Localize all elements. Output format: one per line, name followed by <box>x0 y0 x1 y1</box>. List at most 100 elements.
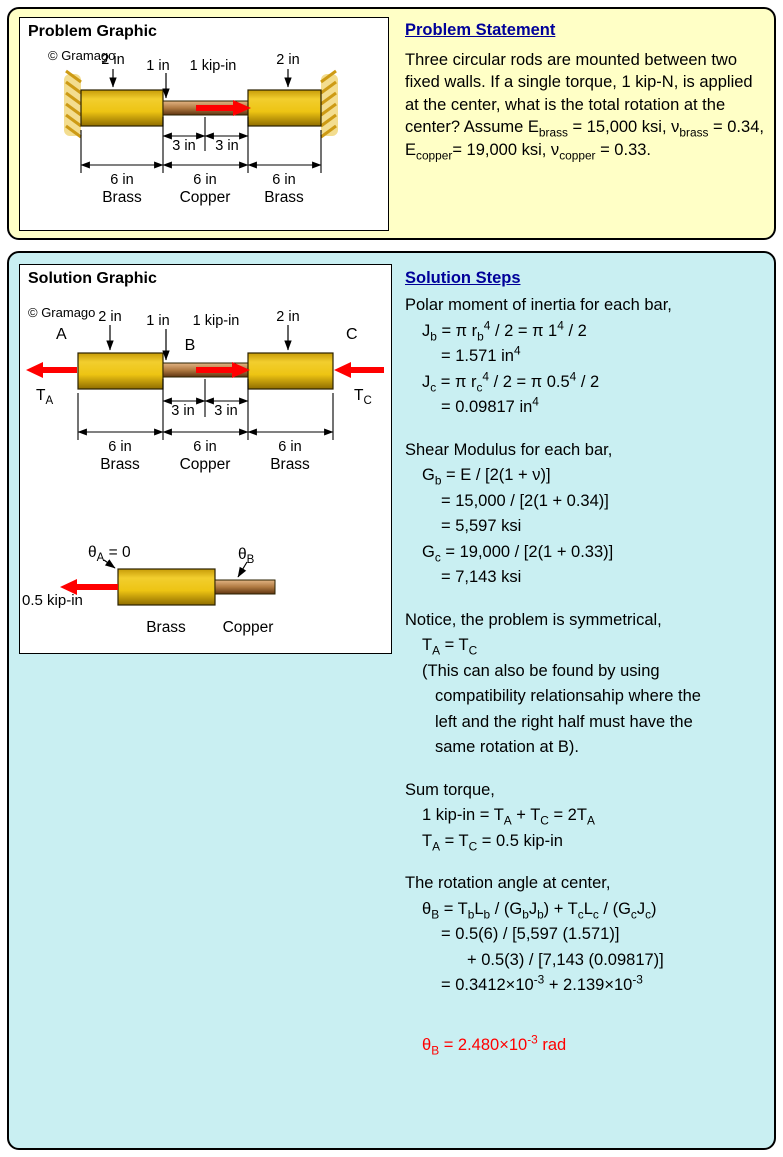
solution-line: The rotation angle at center, <box>405 874 611 892</box>
dim-6in-group: 6 in 6 in 6 in Brass Copper Brass <box>77 393 334 473</box>
dim-1in-label: 1 in <box>146 313 169 329</box>
dim-3in-left-label: 3 in <box>172 138 195 154</box>
solution-panel: Solution Graphic © Gramago A B C <box>7 251 776 1150</box>
torque-tc-label: TC <box>354 387 372 407</box>
problem-graphic-title: Problem Graphic <box>28 23 157 40</box>
brass-rod-right <box>247 352 334 390</box>
dim-3in-right-label: 3 in <box>214 403 237 419</box>
solution-line: Jb = π rb4 / 2 = π 14 / 2 <box>422 318 587 343</box>
solution-line: TA = TC <box>422 636 478 658</box>
solution-line: θB = TbLb / (GbJb) + TcLc / (GcJc) <box>422 899 657 921</box>
solution-line: θB = 2.480×10-3 rad <box>422 1032 567 1057</box>
torque-arrow <box>196 100 251 116</box>
dim-2in-right-label: 2 in <box>276 52 299 68</box>
problem-diagram: © Gramago <box>48 48 338 206</box>
dim-2in-left-label: 2 in <box>98 309 121 325</box>
brass-rod-right <box>247 89 322 127</box>
half-torque-label: 0.5 kip-in <box>22 592 83 609</box>
solution-graphic-title: Solution Graphic <box>28 270 157 287</box>
theta-b-label: θB <box>238 546 255 566</box>
dim-2in-left-label: 2 in <box>101 52 124 68</box>
reaction-arrow-right <box>334 362 384 378</box>
brass-rod-left <box>77 352 164 390</box>
solution-line: left and the right half must have the <box>435 712 693 731</box>
copper-material-label: Copper <box>180 189 231 206</box>
solution-gap <box>405 999 776 1033</box>
theta-b-pointer <box>237 561 248 578</box>
theta-a-label: θA = 0 <box>88 544 131 564</box>
solution-line: TA = TC = 0.5 kip-in <box>422 831 563 853</box>
problem-statement-heading: Problem Statement <box>405 21 556 39</box>
dim-6in-label: 6 in <box>272 172 295 188</box>
dim-3in-group: 3 in 3 in <box>162 379 249 440</box>
solution-line: Jc = π rc4 / 2 = π 0.54 / 2 <box>422 369 600 394</box>
torque-ta-label: TA <box>36 387 53 407</box>
solution-steps: Polar moment of inertia for each bar, Jb … <box>405 293 776 1058</box>
problem-graphic-box: Problem Graphic © Gramago <box>19 17 389 231</box>
dim-3in-right-label: 3 in <box>215 138 238 154</box>
dim-6in-label: 6 in <box>278 439 301 455</box>
copper-rod <box>214 579 276 595</box>
solution-line: Sum torque, <box>405 780 495 799</box>
solution-gap <box>405 591 776 608</box>
node-b-label: B <box>185 337 196 354</box>
copper-material-label: Copper <box>223 619 274 636</box>
dim-6in-label: 6 in <box>108 439 131 455</box>
solution-steps-heading: Solution Steps <box>405 269 521 287</box>
watermark: © Gramago <box>48 48 115 63</box>
top-dim-pointers <box>106 325 292 361</box>
solution-line: = 0.5(6) / [5,597 (1.571)] <box>441 925 620 943</box>
brass-material-label: Brass <box>102 189 142 206</box>
dim-6in-label: 6 in <box>193 172 216 188</box>
solution-line: 1 kip-in = TA + TC = 2TA <box>422 806 595 828</box>
node-c-label: C <box>346 326 358 343</box>
solution-line: Shear Modulus for each bar, <box>405 440 613 459</box>
problem-statement-text: Three circular rods are mounted between … <box>405 51 764 162</box>
fixed-wall-right-icon <box>320 69 338 139</box>
solution-line: Notice, the problem is symmetrical, <box>405 610 662 629</box>
copper-material-label: Copper <box>180 456 231 473</box>
brass-material-label: Brass <box>264 189 304 206</box>
fixed-wall-left-icon <box>64 69 82 139</box>
node-a-label: A <box>56 326 67 343</box>
solution-gap <box>405 761 776 778</box>
top-dim-pointers <box>109 69 292 99</box>
torque-arrow <box>196 362 250 378</box>
solution-line: Gc = 19,000 / [2(1 + 0.33)] <box>422 542 614 564</box>
torque-label: 1 kip-in <box>190 58 237 74</box>
theta-a-pointer <box>103 559 116 569</box>
solution-line: = 15,000 / [2(1 + 0.34)] <box>441 491 609 510</box>
solution-gap <box>405 421 776 438</box>
solution-diagram-half: θA = 0 θB 0.5 kip-in Brass Copper <box>22 544 276 636</box>
problem-panel: Problem Graphic © Gramago <box>7 7 776 240</box>
solution-line: = 0.09817 in4 <box>441 394 539 416</box>
dim-6in-group: 6 in 6 in 6 in Brass Copper Brass <box>80 130 322 206</box>
solution-line: = 0.3412×10-3 + 2.139×10-3 <box>441 972 643 994</box>
torque-label: 1 kip-in <box>193 313 240 329</box>
brass-material-label: Brass <box>146 619 186 636</box>
brass-material-label: Brass <box>100 456 140 473</box>
brass-rod-left <box>80 89 164 127</box>
reaction-arrow-left <box>26 362 77 378</box>
dim-3in-left-label: 3 in <box>171 403 194 419</box>
dim-2in-right-label: 2 in <box>276 309 299 325</box>
dim-6in-label: 6 in <box>193 439 216 455</box>
solution-line: = 1.571 in4 <box>441 343 521 365</box>
brass-rod <box>117 568 216 606</box>
watermark: © Gramago <box>28 305 95 320</box>
solution-diagram-fbd: © Gramago A B C TA TC <box>26 305 384 473</box>
solution-line: Polar moment of inertia for each bar, <box>405 296 672 314</box>
solution-line: (This can also be found by using <box>422 661 660 680</box>
brass-material-label: Brass <box>270 456 310 473</box>
solution-graphic-box: Solution Graphic © Gramago A B C <box>19 264 392 654</box>
dim-3in-group: 3 in 3 in <box>162 117 249 173</box>
solution-line: = 5,597 ksi <box>441 517 522 535</box>
solution-line: Gb = E / [2(1 + ν)] <box>422 466 551 488</box>
half-torque-arrow <box>60 579 118 595</box>
solution-line: compatibility relationsahip where the <box>435 687 701 705</box>
dim-1in-label: 1 in <box>146 58 169 74</box>
solution-line: + 0.5(3) / [7,143 (0.09817)] <box>467 950 664 969</box>
solution-gap <box>405 854 776 871</box>
solution-line: same rotation at B). <box>435 738 579 756</box>
